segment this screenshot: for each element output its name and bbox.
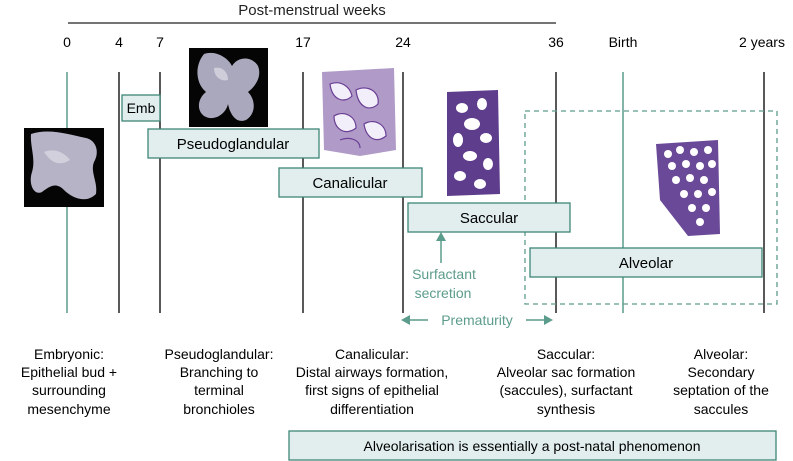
surfactant-label-line1: Surfactant xyxy=(412,266,476,282)
description-title: Saccular: xyxy=(537,346,595,362)
tick-label-7: 7 xyxy=(156,34,164,50)
description-line: (saccules), surfactant xyxy=(499,382,632,398)
surfactant-arrow-head xyxy=(436,232,446,241)
description-line: saccules xyxy=(694,401,748,417)
description-line: differentiation xyxy=(330,401,414,417)
description-title: Alveolar: xyxy=(694,346,748,362)
description-canalicular: Canalicular: Distal airways formation, f… xyxy=(296,346,449,417)
stage-box-alveolar: Alveolar xyxy=(529,247,763,278)
stage-label-embryonic: Emb xyxy=(127,100,156,116)
saccular-histology-image xyxy=(447,90,500,196)
stage-box-pseudoglandular: Pseudoglandular xyxy=(147,128,320,159)
description-line: first signs of epithelial xyxy=(305,382,439,398)
canalicular-histology-image xyxy=(322,68,396,156)
header-title: Post-menstrual weeks xyxy=(238,2,386,19)
stage-box-saccular: Saccular xyxy=(407,202,571,233)
prematurity-arrow-left-head xyxy=(401,315,410,325)
description-line: synthesis xyxy=(537,401,595,417)
description-title: Pseudoglandular: xyxy=(165,346,274,362)
tick-label-0: 0 xyxy=(63,34,71,50)
description-alveolar: Alveolar: Secondary septation of the sac… xyxy=(673,346,769,417)
pseudoglandular-lung-image xyxy=(189,48,268,127)
description-embryonic: Embryonic: Epithelial bud + surrounding … xyxy=(21,346,117,417)
stage-label-pseudoglandular: Pseudoglandular xyxy=(177,136,290,153)
description-line: Distal airways formation, xyxy=(296,364,449,380)
description-line: Secondary xyxy=(688,364,755,380)
footer-note-text: Alveolarisation is essentially a post-na… xyxy=(364,438,701,454)
description-title: Embryonic: xyxy=(34,346,104,362)
tick-label-36: 36 xyxy=(548,34,564,50)
tick-label-4: 4 xyxy=(115,34,123,50)
description-line: bronchioles xyxy=(183,401,255,417)
tick-label-17: 17 xyxy=(295,34,311,50)
description-line: Branching to xyxy=(180,364,259,380)
stage-label-alveolar: Alveolar xyxy=(619,255,673,272)
tick-label-birth: Birth xyxy=(609,34,638,50)
stage-label-saccular: Saccular xyxy=(460,210,518,227)
footer-note: Alveolarisation is essentially a post-na… xyxy=(288,430,777,461)
stage-label-canalicular: Canalicular xyxy=(312,175,387,192)
tick-label-2-years: 2 years xyxy=(739,34,785,50)
surfactant-label-line2: secretion xyxy=(415,285,472,301)
tick-label-24: 24 xyxy=(395,34,411,50)
description-line: terminal xyxy=(194,382,244,398)
stage-box-embryonic: Emb xyxy=(121,94,161,122)
stage-box-canalicular: Canalicular xyxy=(278,167,423,198)
alveolar-histology-image xyxy=(656,140,720,236)
description-line: septation of the xyxy=(673,382,769,398)
description-line: Epithelial bud + xyxy=(21,364,117,380)
prematurity-label: Prematurity xyxy=(441,312,513,328)
embryonic-lung-image xyxy=(24,128,104,207)
description-line: mesenchyme xyxy=(27,401,110,417)
description-line: surrounding xyxy=(32,382,106,398)
description-title: Canalicular: xyxy=(335,346,409,362)
prematurity-arrow-right-head xyxy=(544,315,553,325)
description-pseudoglandular: Pseudoglandular: Branching to terminal b… xyxy=(165,346,274,417)
description-saccular: Saccular: Alveolar sac formation (saccul… xyxy=(497,346,636,417)
description-line: Alveolar sac formation xyxy=(497,364,636,380)
